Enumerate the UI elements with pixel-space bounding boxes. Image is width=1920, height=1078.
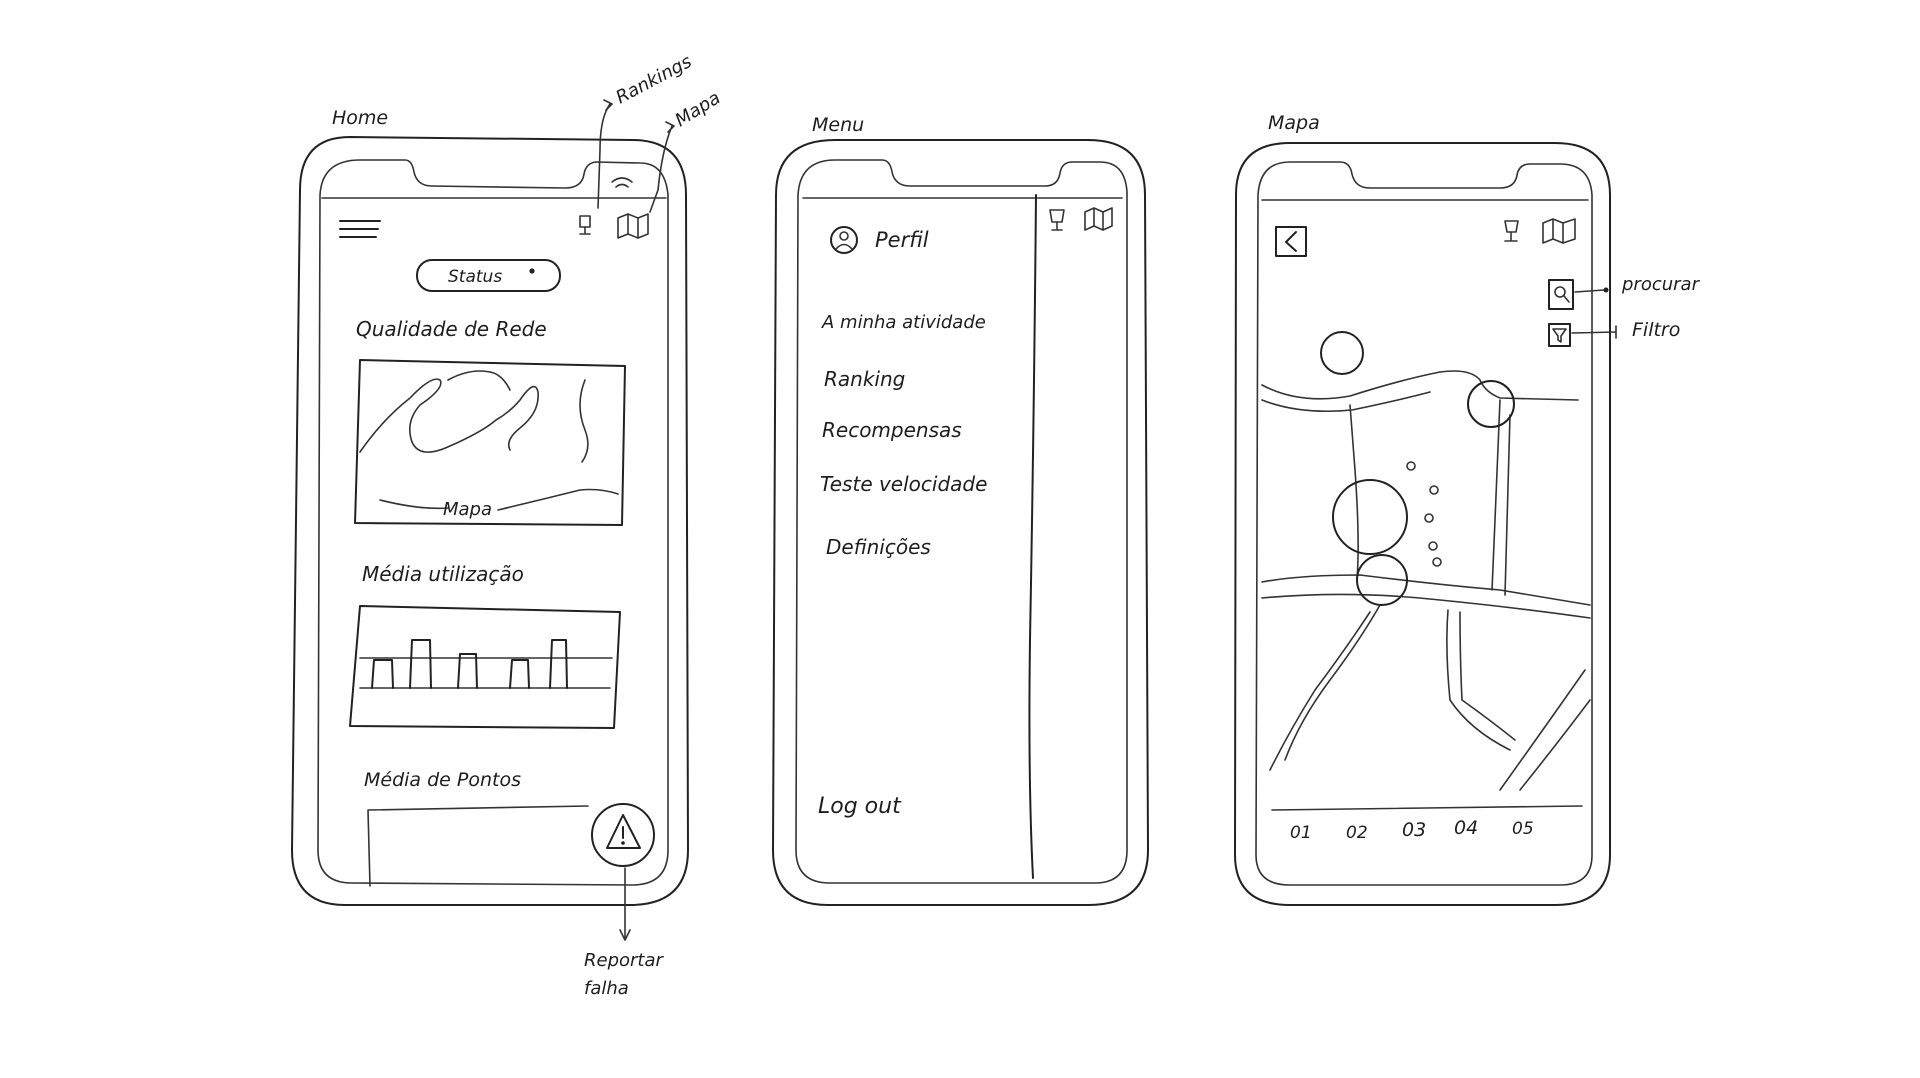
profile-label: Perfil <box>875 228 929 252</box>
map-canvas[interactable] <box>1261 331 1591 811</box>
map-phone-frame <box>1234 142 1611 906</box>
filtro-arrow <box>1571 331 1617 334</box>
trophy-icon[interactable] <box>579 215 591 235</box>
menu-item-rewards[interactable]: Recompensas <box>822 418 962 442</box>
hotspot-marker[interactable] <box>1320 331 1364 375</box>
hamburger-menu-button[interactable] <box>339 220 381 238</box>
filter-button[interactable] <box>1548 323 1571 347</box>
search-button[interactable] <box>1548 279 1574 310</box>
timeline-tick[interactable]: 03 <box>1402 819 1426 841</box>
chevron-left-icon <box>1285 231 1297 252</box>
map-icon[interactable] <box>1084 207 1113 231</box>
back-button[interactable] <box>1275 226 1307 257</box>
timeline-tick[interactable]: 05 <box>1512 819 1534 839</box>
filter-icon <box>1552 328 1567 343</box>
hotspot-marker[interactable] <box>1356 554 1408 606</box>
user-icon <box>830 226 858 254</box>
reportar-annotation-line1: Reportar <box>584 950 665 971</box>
menu-item-ranking[interactable]: Ranking <box>824 367 905 391</box>
home-phone-frame <box>291 136 689 906</box>
timeline-tick[interactable]: 02 <box>1346 823 1368 843</box>
map-phone-screen <box>1255 161 1593 886</box>
points-average-heading: Média de Pontos <box>364 769 521 791</box>
usage-bar-chart <box>349 605 621 729</box>
map-icon[interactable] <box>617 213 649 239</box>
usage-average-heading: Média utilização <box>362 562 524 586</box>
mapa-arrow <box>649 125 673 213</box>
hotspot-marker[interactable] <box>1332 479 1408 555</box>
reportar-annotation-line2: falha <box>584 978 629 999</box>
rankings-annotation: Rankings <box>612 51 695 108</box>
timeline-tick[interactable]: 01 <box>1290 823 1312 843</box>
points-chart-card <box>367 805 589 887</box>
timeline-tick[interactable]: 04 <box>1454 817 1478 839</box>
search-icon <box>1554 286 1566 298</box>
warning-icon <box>606 814 641 849</box>
menu-item-speed-test[interactable]: Teste velocidade <box>820 472 987 496</box>
rankings-arrow <box>597 103 611 209</box>
procurar-annotation: procurar <box>1621 274 1701 295</box>
menu-phone-frame <box>772 139 1149 906</box>
menu-drawer-edge <box>1028 194 1037 879</box>
map-screen: Mapa <box>1234 112 1611 906</box>
menu-screen-title: Menu <box>812 114 864 136</box>
home-screen: Home Status <box>291 107 689 906</box>
logout-button[interactable]: Log out <box>818 794 902 819</box>
map-screen-title: Mapa <box>1268 112 1320 134</box>
network-map-card[interactable]: Mapa <box>354 359 626 526</box>
home-phone-screen <box>317 159 669 886</box>
menu-item-settings[interactable]: Definições <box>826 535 931 559</box>
report-failure-button[interactable] <box>591 803 655 867</box>
filtro-annotation: Filtro <box>1632 319 1680 341</box>
trophy-icon[interactable] <box>1049 209 1065 231</box>
mapa-annotation: Mapa <box>672 87 725 131</box>
map-card-label: Mapa <box>443 499 492 520</box>
menu-item-activity[interactable]: A minha atividade <box>821 312 986 333</box>
timeline-bar: 01 02 03 04 05 <box>1290 817 1534 843</box>
trophy-icon[interactable] <box>1504 220 1519 242</box>
network-quality-heading: Qualidade de Rede <box>356 317 547 341</box>
map-annotations: procurar Filtro <box>1571 274 1701 341</box>
hotspot-marker[interactable] <box>1467 380 1515 428</box>
procurar-arrow <box>1574 289 1605 293</box>
status-badge[interactable]: Status <box>416 259 561 292</box>
map-icon[interactable] <box>1542 218 1576 244</box>
home-screen-title: Home <box>332 107 388 129</box>
menu-screen: Menu Perfil A minha atividade Rank <box>772 114 1149 906</box>
menu-phone-screen <box>795 159 1128 884</box>
status-label: Status <box>448 267 502 287</box>
menu-item-profile[interactable]: Perfil <box>830 226 929 254</box>
